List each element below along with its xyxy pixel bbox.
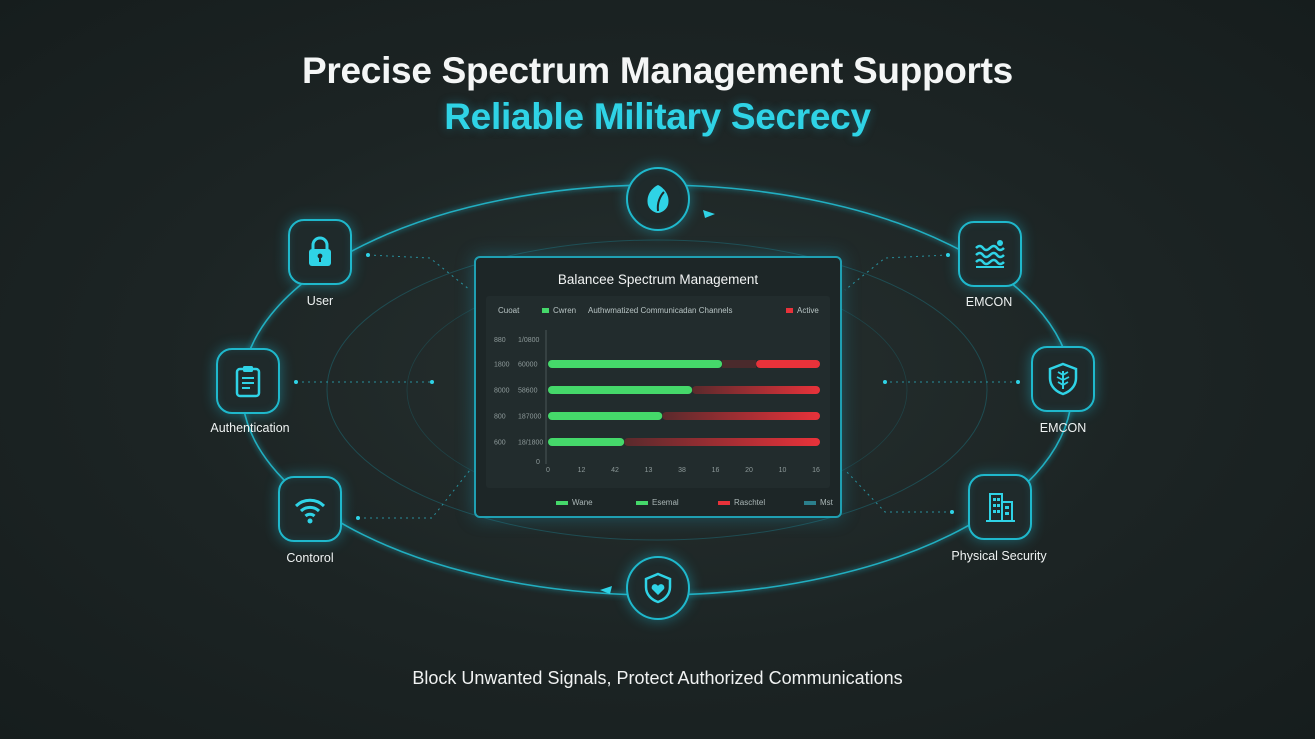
legend-bottom-item-4: Mst [804, 498, 833, 507]
tree-shield-icon [1048, 362, 1078, 396]
y-label-right-3: 187000 [518, 414, 541, 421]
bar-green-3 [548, 412, 663, 420]
y-label-extra-left: 880 [494, 337, 506, 344]
title-line-1: Precise Spectrum Management Supports [302, 50, 1013, 91]
label-user: User [306, 294, 334, 308]
bar-gap-1 [722, 360, 757, 368]
node-emcon-mid[interactable] [1031, 346, 1095, 412]
label-control: Contorol [286, 551, 334, 565]
panel-title: Balancee Spectrum Management [557, 272, 759, 287]
legend-top-item-2: Cwren [542, 306, 576, 315]
node-user[interactable] [288, 219, 352, 285]
y-label-zero: 0 [536, 459, 540, 466]
legend-bottom-item-1: Wane [556, 498, 593, 507]
leaf-shield-icon [647, 185, 669, 213]
y-label-right-1: 60000 [518, 362, 538, 369]
node-bottom[interactable] [626, 556, 690, 620]
x-tick-2: 12 [578, 467, 586, 474]
label-physical-security: Physical Security [951, 549, 1047, 563]
x-tick-8: 10 [779, 467, 787, 474]
bar-green-4 [548, 438, 625, 446]
y-label-left-2: 8000 [494, 388, 510, 395]
padlock-icon [309, 236, 331, 266]
waves-icon [975, 240, 1005, 268]
wifi-icon [294, 498, 326, 524]
x-tick-7: 20 [745, 467, 753, 474]
x-tick-1: 0 [546, 467, 550, 474]
bar-green-2 [548, 386, 693, 394]
y-label-left-3: 800 [494, 414, 506, 421]
title-line-2: Reliable Military Secrecy [444, 96, 871, 137]
bar-chart: 880 1/0800 1800 60000 8000 58600 800 187000 600 1… [494, 330, 820, 474]
x-tick-4: 13 [645, 467, 653, 474]
y-label-right-2: 58600 [518, 388, 538, 395]
x-tick-3: 42 [611, 467, 619, 474]
chart-area: Cuoat Cwren Authwmatized Communicadan Ch… [486, 296, 830, 488]
building-icon [986, 493, 1015, 522]
node-top[interactable] [626, 167, 690, 231]
label-authentication: Authentication [210, 421, 290, 435]
y-label-extra-right: 1/0800 [518, 337, 540, 344]
footer-caption: Block Unwanted Signals, Protect Authoriz… [412, 668, 903, 688]
node-control[interactable] [278, 476, 342, 542]
legend-top-item-1: Cuoat [498, 306, 520, 315]
label-emcon-mid: EMCON [1039, 421, 1087, 435]
legend-bottom-item-2: Esemal [636, 498, 679, 507]
node-emcon-top[interactable] [958, 221, 1022, 287]
x-tick-9: 16 [812, 467, 820, 474]
label-emcon-top: EMCON [965, 295, 1013, 309]
shield-heart-icon [644, 572, 672, 604]
y-label-left-4: 600 [494, 440, 506, 447]
bar-red-4 [624, 438, 820, 446]
bar-green-1 [548, 360, 723, 368]
bar-red-3 [662, 412, 820, 420]
clipboard-icon [235, 366, 261, 398]
legend-top-item-3: Authwmatized Communicadan Channels [588, 306, 733, 315]
node-physical-security[interactable] [968, 474, 1032, 540]
legend-top-item-4: Active [786, 306, 819, 315]
legend-bottom-item-3: Raschtel [718, 498, 765, 507]
y-label-right-4: 18/1800 [518, 440, 543, 447]
bar-red-2 [692, 386, 820, 394]
x-tick-5: 38 [678, 467, 686, 474]
node-authentication[interactable] [216, 348, 280, 414]
x-tick-6: 16 [712, 467, 720, 474]
bar-red-1 [756, 360, 820, 368]
y-label-left-1: 1800 [494, 362, 510, 369]
spectrum-panel: Balancee Spectrum Management Cuoat Cwren… [474, 256, 842, 518]
